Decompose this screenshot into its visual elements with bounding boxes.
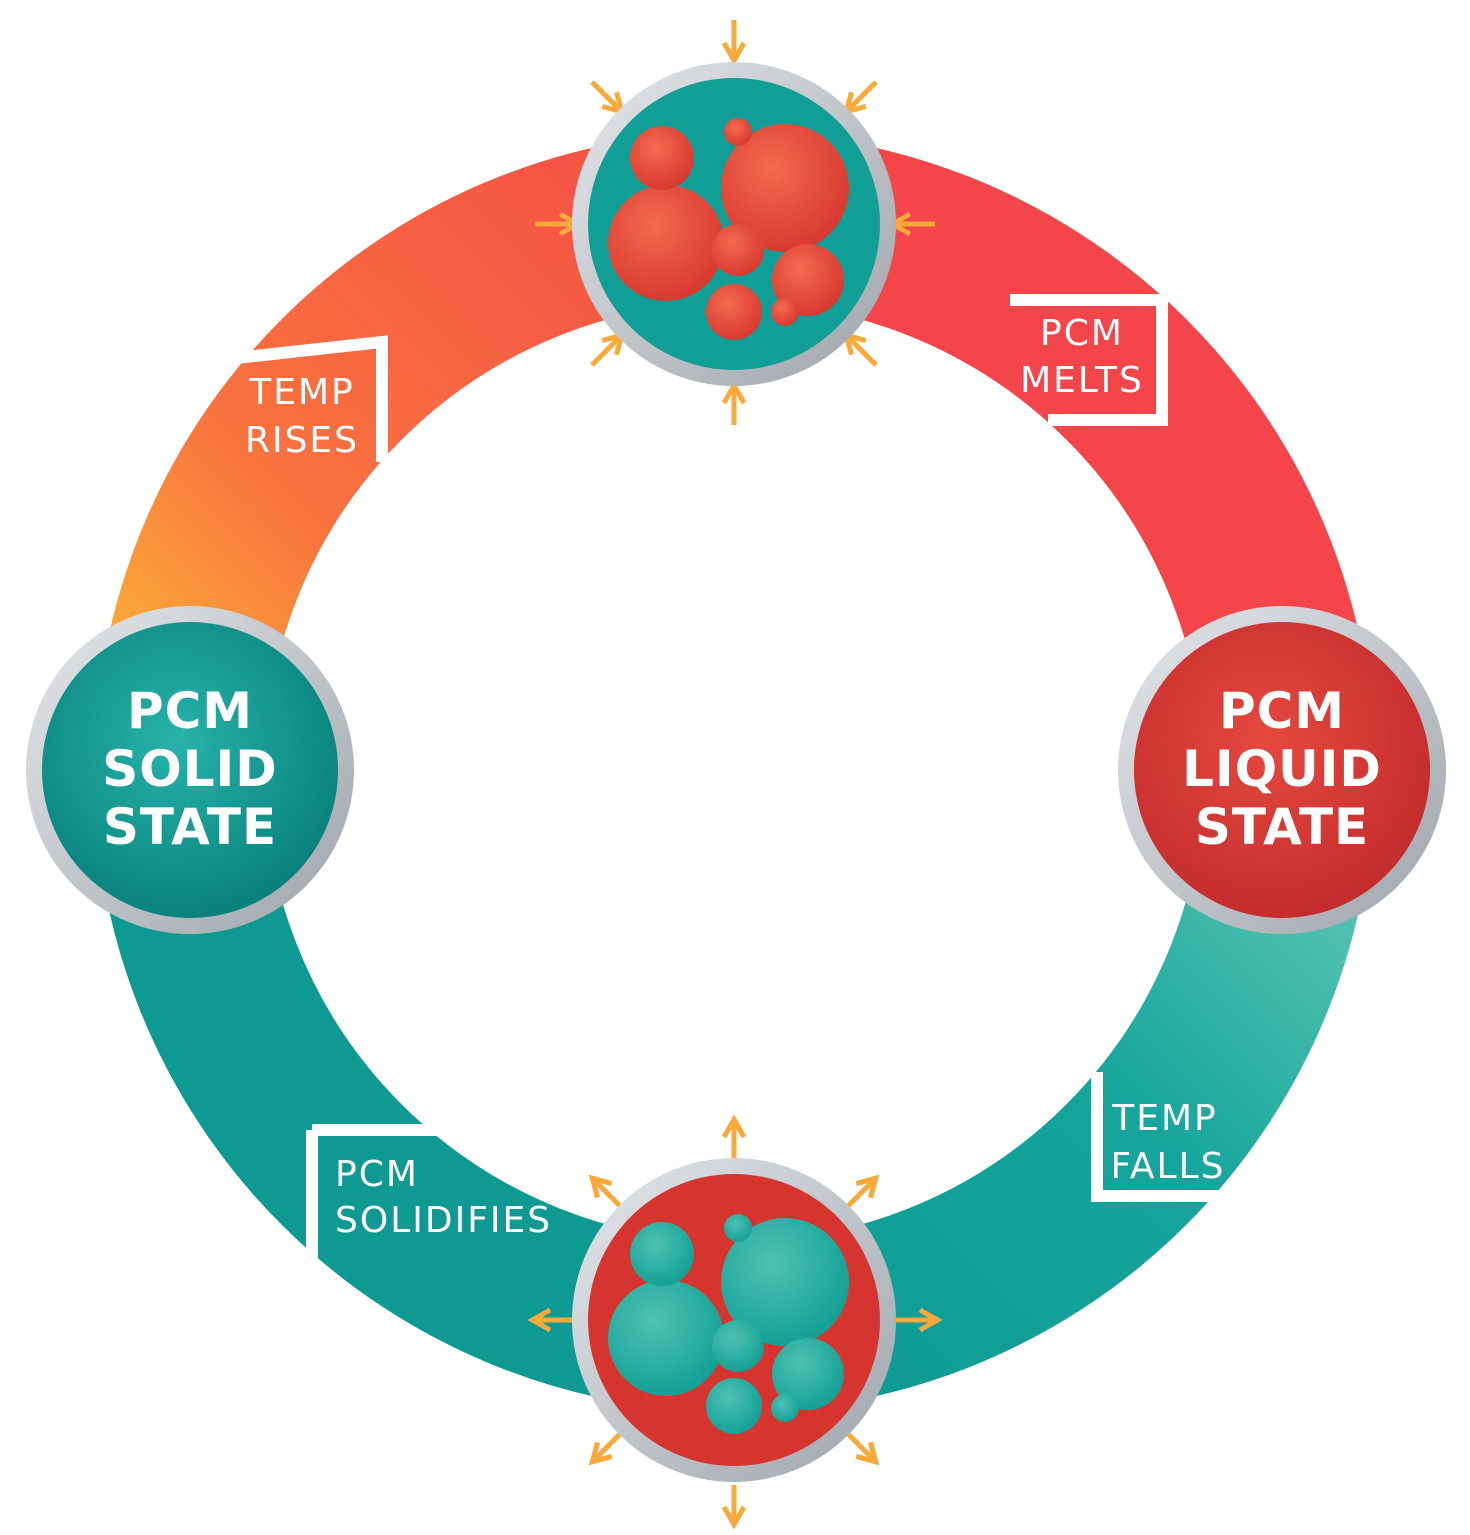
label-temp-rises-line2: RISES: [245, 420, 359, 461]
label-pcm-melts-line1: PCM: [1040, 313, 1124, 354]
label-pcm-solidifies-line1: PCM: [335, 1154, 419, 1195]
label-pcm-solidifies-line2: SOLIDIFIES: [335, 1200, 552, 1241]
capsule-melting-icon: [535, 20, 935, 425]
label-pcm-melts-line2: MELTS: [1020, 360, 1144, 401]
node-liquid-line1: PCM: [1219, 682, 1345, 740]
chevron-pcm-melts: [1010, 294, 1168, 426]
node-solid-line2: SOLID: [102, 740, 277, 798]
node-solid-line1: PCM: [127, 682, 253, 740]
chevron-temp-falls: [1091, 1072, 1240, 1202]
node-liquid-state: PCM LIQUID STATE: [1118, 606, 1446, 934]
chevron-pcm-solidifies: [306, 1124, 440, 1262]
inward-heat-arrows: [535, 20, 935, 425]
node-liquid-line2: LIQUID: [1182, 740, 1382, 798]
capsule-solidifying-icon: [527, 1114, 943, 1530]
node-solid-line3: STATE: [103, 798, 277, 856]
label-temp-falls-line2: FALLS: [1111, 1146, 1226, 1187]
outward-heat-arrows: [527, 1114, 943, 1530]
label-temp-rises-line1: TEMP: [248, 372, 355, 413]
node-solid-state: PCM SOLID STATE: [26, 606, 354, 934]
chevron-temp-rises: [217, 335, 388, 462]
label-temp-falls-line1: TEMP: [1111, 1098, 1218, 1139]
node-liquid-line3: STATE: [1195, 798, 1369, 856]
